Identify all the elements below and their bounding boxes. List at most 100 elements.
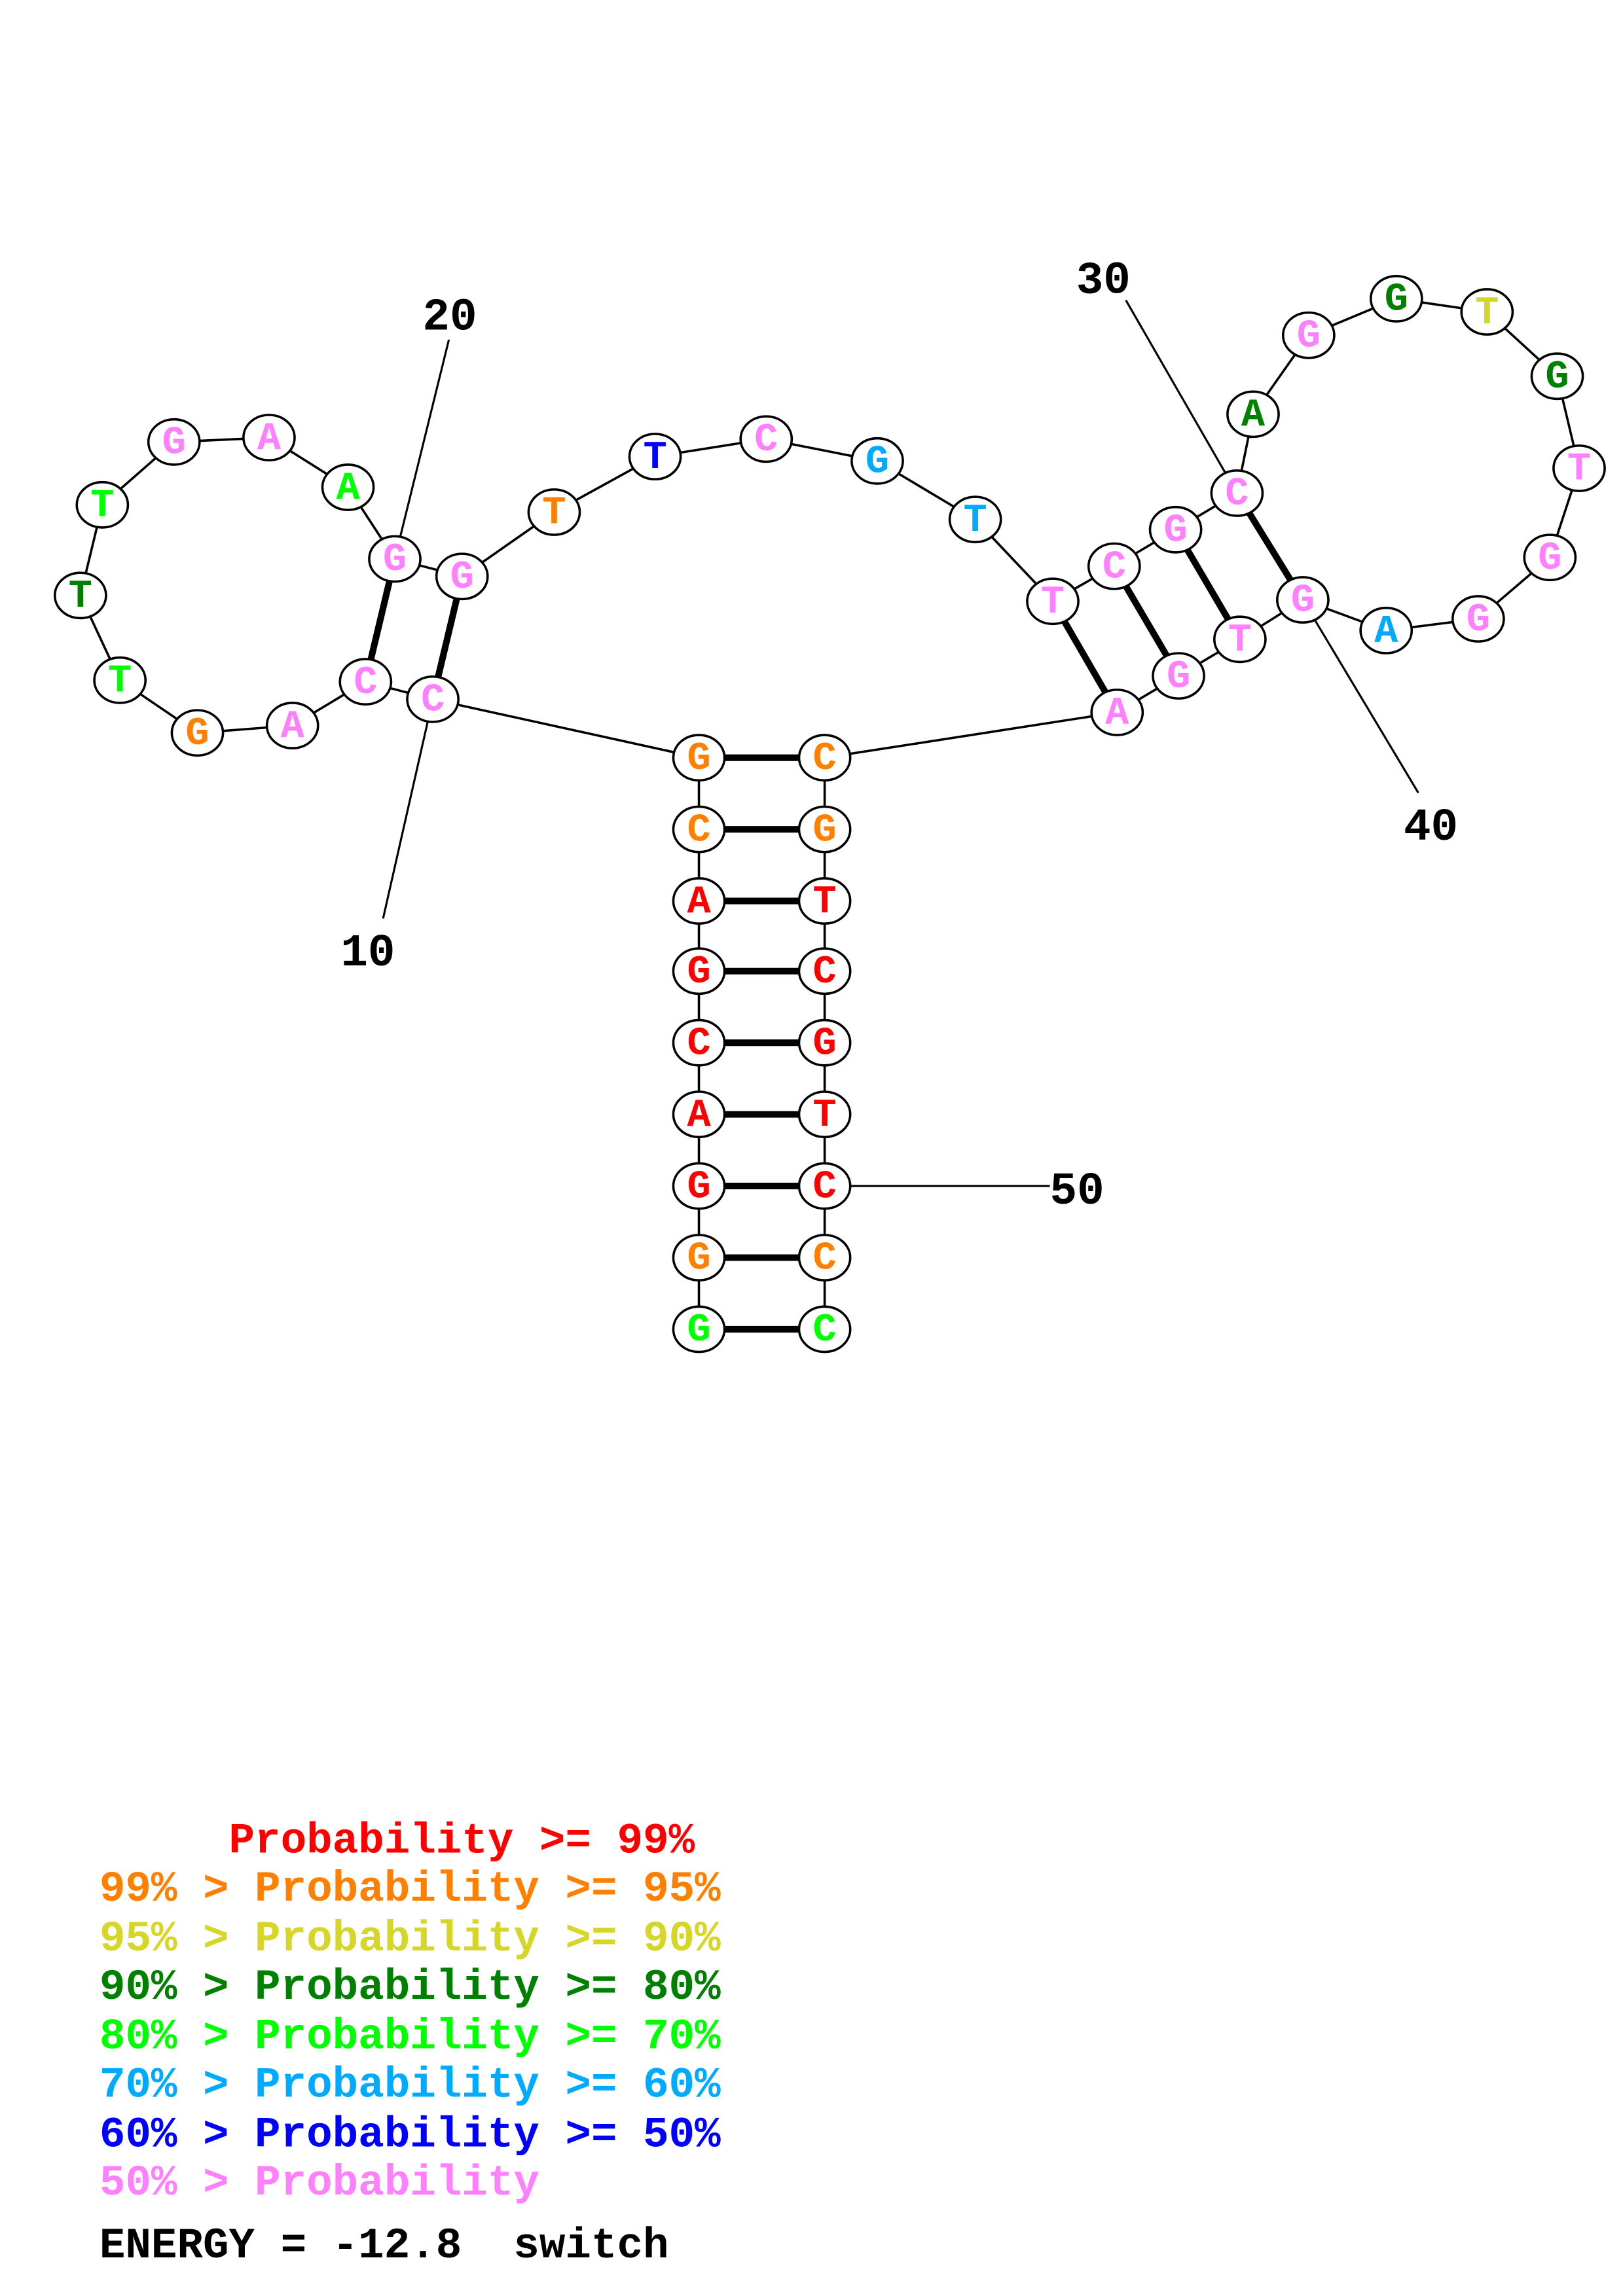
- legend-line: 90% > Probability >= 80%: [100, 1963, 721, 2012]
- nucleotide-circle: [672, 734, 726, 782]
- nucleotide: A: [1090, 689, 1144, 736]
- nucleotide: G: [672, 734, 726, 782]
- nucleotide: A: [265, 702, 319, 749]
- nucleotide-letter: C: [813, 1308, 837, 1353]
- nucleotide-letter: A: [336, 467, 360, 511]
- nucleotide: T: [93, 656, 147, 704]
- nucleotide: A: [672, 877, 726, 925]
- nucleotide-letter: C: [354, 661, 377, 706]
- nucleotide-letter: G: [866, 440, 889, 485]
- nucleotide: G: [368, 535, 422, 583]
- nucleotide: A: [1359, 606, 1413, 655]
- nucleotide: G: [1281, 311, 1336, 359]
- nucleotide-circle: [265, 702, 319, 749]
- nucleotide-circle: [1213, 615, 1267, 664]
- nucleotide-circle: [1090, 689, 1144, 736]
- legend-line: Probability >= 99%: [100, 1816, 695, 1865]
- nucleotide-letter: C: [1225, 473, 1249, 517]
- nucleotide-circle: [93, 656, 147, 704]
- nucleotide-letter: G: [1291, 579, 1315, 624]
- nucleotide: C: [797, 947, 852, 996]
- legend-line: 60% > Probability >= 50%: [100, 2110, 721, 2159]
- nucleotide-circle: [797, 734, 852, 782]
- position-label-leader: [1302, 599, 1419, 794]
- nucleotide-letter: A: [1105, 692, 1129, 736]
- nucleotide-circle: [1152, 652, 1205, 700]
- nucleotide-circle: [850, 437, 904, 485]
- nucleotide: T: [797, 1090, 852, 1139]
- nucleotide-letter: G: [1538, 537, 1561, 581]
- nucleotide: A: [321, 463, 375, 511]
- nucleotide-letter: G: [687, 1165, 710, 1210]
- nucleotide-circle: [1530, 352, 1584, 401]
- nucleotide-letter: T: [1567, 448, 1591, 492]
- nucleotide: G: [1530, 352, 1584, 401]
- nucleotide-circle: [527, 488, 581, 536]
- nucleotide: C: [406, 675, 460, 723]
- nucleotide-letter: G: [687, 737, 710, 781]
- nucleotide: G: [672, 1162, 726, 1210]
- nucleotide-letter: G: [1385, 278, 1408, 323]
- nucleotide-letter: G: [1297, 315, 1321, 359]
- nucleotide-circle: [1359, 606, 1413, 655]
- legend-line: 80% > Probability >= 70%: [100, 2013, 721, 2062]
- nucleotide-circle: [797, 805, 852, 853]
- nucleotide-letter: A: [687, 880, 711, 925]
- nucleotide-circle: [75, 480, 130, 529]
- nucleotide-circle: [1523, 533, 1577, 582]
- backbone-segment: [432, 698, 699, 759]
- nucleotide-circle: [1148, 505, 1203, 554]
- nucleotide: G: [672, 947, 726, 996]
- nucleotide-letter: A: [1241, 393, 1266, 438]
- nucleotide-letter: G: [1167, 655, 1190, 700]
- nucleotide-circle: [672, 805, 726, 853]
- nucleotide-circle: [672, 1018, 726, 1067]
- nucleotide-letter: G: [185, 712, 209, 757]
- nucleotide-circle: [797, 1234, 852, 1282]
- nucleotide-circle: [672, 1162, 726, 1210]
- nucleotide: T: [75, 480, 130, 529]
- nucleotide-letter: G: [813, 1022, 837, 1066]
- nucleotide-circle: [435, 552, 489, 601]
- nucleotide-circle: [797, 1090, 852, 1139]
- nucleotide-letter: G: [1467, 598, 1490, 643]
- nucleotide-letter: T: [643, 436, 666, 480]
- nucleotide-letter: C: [813, 950, 837, 995]
- nucleotide: G: [1148, 505, 1203, 554]
- nucleotide-circle: [948, 495, 1002, 544]
- nucleotide: G: [672, 1305, 726, 1354]
- nucleotide-circle: [406, 675, 460, 723]
- nucleotide: T: [527, 488, 581, 536]
- nucleotide-circle: [1460, 288, 1514, 336]
- nucleotide: C: [1210, 469, 1264, 517]
- nucleotide-letter: C: [687, 808, 710, 853]
- nucleotide: G: [850, 437, 904, 485]
- nucleotide: C: [338, 658, 393, 706]
- nucleotide: T: [1026, 577, 1080, 626]
- position-label: 30: [1076, 255, 1131, 307]
- nucleotide: T: [1213, 615, 1267, 664]
- legend-line: 50% > Probability: [100, 2159, 539, 2208]
- nucleotide-letter: G: [162, 422, 186, 466]
- legend-line: 99% > Probability >= 95%: [100, 1865, 721, 1914]
- nucleotide: T: [797, 877, 852, 925]
- nucleotide-circle: [1210, 469, 1264, 517]
- nucleotide-circle: [1552, 444, 1606, 492]
- nucleotide: G: [1369, 275, 1423, 323]
- nucleotide: C: [1087, 542, 1141, 590]
- nucleotide: G: [797, 1018, 852, 1067]
- nucleotide-circle: [797, 1162, 852, 1210]
- nucleotide: G: [1451, 595, 1505, 643]
- nucleotide-letter: T: [813, 1094, 837, 1138]
- position-label: 50: [1050, 1166, 1104, 1217]
- nucleotide-circle: [672, 1234, 726, 1282]
- nucleotide-letter: C: [1103, 545, 1126, 590]
- nucleotide-letter: A: [1374, 610, 1398, 655]
- nucleotide-letter: T: [1041, 581, 1065, 625]
- nucleotide-letter: T: [813, 880, 837, 925]
- nucleotide-letter: G: [450, 556, 474, 600]
- probability-legend: Probability >= 99% 99% > Probability >= …: [100, 1816, 721, 2270]
- nucleotide-circle: [1281, 311, 1336, 359]
- position-label-leaders: [382, 299, 1419, 1187]
